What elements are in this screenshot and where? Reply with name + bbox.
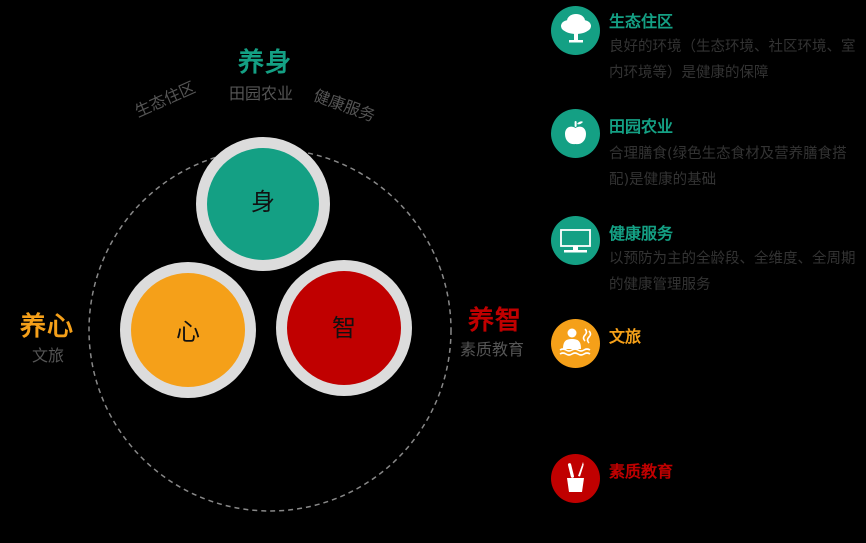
- pencil-cup-icon: [551, 454, 600, 503]
- pillar-title-mind: 养心: [20, 312, 75, 342]
- pillar-title-wisdom: 养智: [468, 306, 523, 336]
- core-char-body: 身: [251, 188, 275, 216]
- tree-icon: [551, 6, 600, 55]
- legend-description: 良好的环境（生态环境、社区环境、室内环境等）是健康的保障: [609, 39, 856, 81]
- legend-item-culture-tourism: 文旅: [550, 319, 866, 379]
- legend-title: 田园农业: [609, 117, 674, 136]
- legend-item-eco-community: 生态住区 良好的环境（生态环境、社区环境、室内环境等）是健康的保障: [550, 6, 866, 96]
- circle-mind: [120, 262, 256, 398]
- legend-description: 以预防为主的全龄段、全维度、全周期的健康管理服务: [609, 251, 856, 293]
- legend-description: 合理膳食(绿色生态食材及营养膳食搭配)是健康的基础: [609, 146, 847, 188]
- circle-wisdom: [276, 260, 412, 396]
- legend-item-health-service: 健康服务 以预防为主的全龄段、全维度、全周期的健康管理服务: [550, 216, 866, 306]
- monitor-icon: [551, 216, 600, 265]
- arc-label-pastoral-agriculture: 田园农业: [229, 84, 294, 103]
- pillar-title-body: 养身: [238, 48, 293, 78]
- dashed-outer-ring: [88, 148, 452, 512]
- legend-title: 文旅: [609, 327, 642, 346]
- apple-icon: [551, 109, 600, 158]
- legend-title: 素质教育: [609, 462, 674, 481]
- legend-item-pastoral-agriculture: 田园农业 合理膳食(绿色生态食材及营养膳食搭配)是健康的基础: [550, 109, 866, 199]
- pillar-sub-wisdom: 素质教育: [460, 340, 525, 359]
- legend-title: 健康服务: [609, 224, 674, 243]
- legend-item-quality-education: 素质教育: [550, 454, 866, 514]
- core-char-mind: 心: [176, 318, 200, 346]
- hot-spring-icon: [551, 319, 600, 368]
- pillar-sub-mind: 文旅: [32, 346, 65, 365]
- circle-body: [196, 137, 330, 271]
- legend-title: 生态住区: [609, 12, 674, 31]
- core-char-wisdom: 智: [332, 314, 356, 342]
